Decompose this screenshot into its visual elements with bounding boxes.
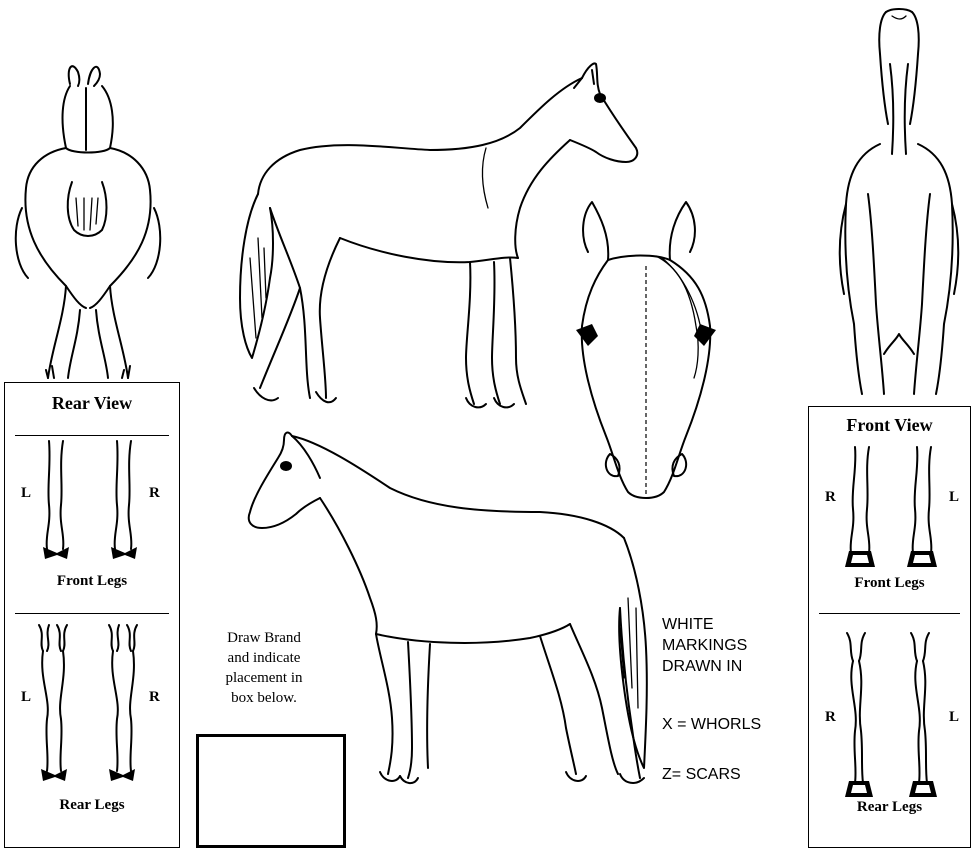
front-legs-front-view-drawing [809, 443, 972, 573]
front-legs-caption: Front Legs [5, 573, 179, 590]
brand-instruction: Draw Brand and indicate placement in box… [194, 628, 334, 708]
brand-instruction-line: Draw Brand [194, 628, 334, 648]
brand-drawing-box[interactable] [196, 734, 346, 848]
front-legs-caption: Front Legs [809, 575, 970, 592]
scars-legend: Z= SCARS [662, 764, 741, 785]
brand-instruction-line: box below. [194, 688, 334, 708]
markings-line: MARKINGS [662, 635, 802, 656]
rear-view-horse-drawing [8, 58, 168, 438]
rear-legs-caption: Rear Legs [809, 799, 970, 816]
brand-instruction-line: and indicate [194, 648, 334, 668]
rear-view-title: Rear View [5, 393, 179, 414]
front-view-panel: Front View R L Front Legs R L Rear [808, 406, 971, 848]
rear-view-panel: Rear View L R Front Legs L R Rear Legs [4, 382, 180, 848]
rear-legs-front-view-drawing [809, 627, 972, 807]
markings-legend: WHITE MARKINGS DRAWN IN [662, 614, 802, 677]
markings-line: WHITE [662, 614, 802, 635]
markings-line: DRAWN IN [662, 656, 802, 677]
divider [15, 613, 169, 614]
rear-legs-rear-view-drawing [5, 619, 181, 789]
divider [819, 613, 960, 614]
brand-instruction-line: placement in [194, 668, 334, 688]
front-legs-rear-view-drawing [5, 435, 181, 575]
front-view-title: Front View [809, 415, 970, 436]
whorls-legend: X = WHORLS [662, 714, 761, 735]
front-view-horse-drawing [828, 4, 968, 404]
rear-legs-caption: Rear Legs [5, 797, 179, 814]
